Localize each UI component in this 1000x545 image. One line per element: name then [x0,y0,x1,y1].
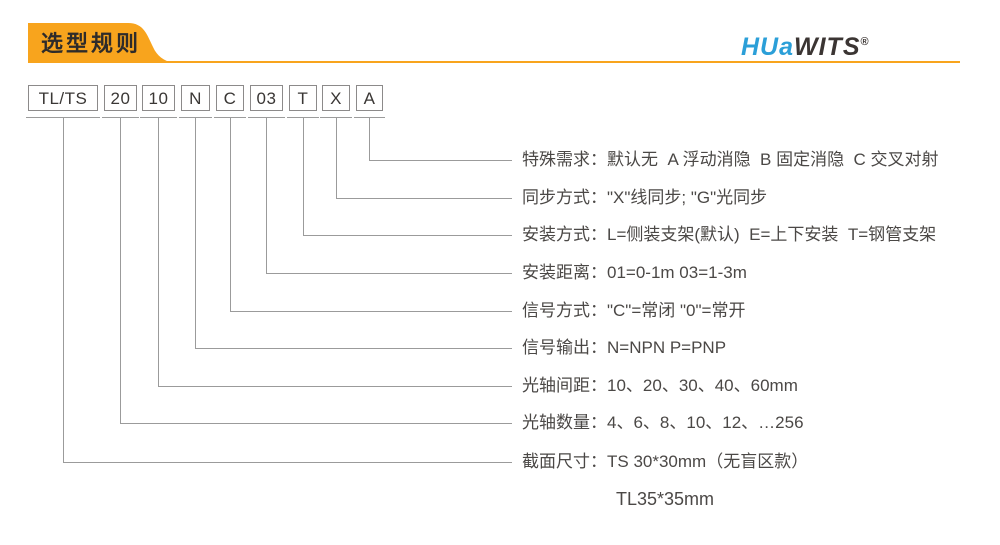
page-title: 选型规则 [41,31,142,56]
spec-label: 光轴间距： [522,376,607,395]
brand-logo-blue-part: HUa [741,33,795,61]
spec-label: 信号方式： [522,301,607,320]
spec-row-cross-section: 截面尺寸：TS 30*30mm（无盲区款） [522,451,808,473]
code-box-sync-mode: X [322,85,350,111]
spec-label: 特殊需求： [522,150,607,169]
code-box-beam-pitch: 10 [142,85,175,111]
spec-label: 同步方式： [522,188,607,207]
spec-label: 信号输出： [522,338,607,357]
spec-value: L=侧装支架(默认) E=上下安装 T=钢管支架 [607,225,937,244]
code-box-special-requirement: A [356,85,383,111]
spec-value: "X"线同步; "G"光同步 [607,188,768,207]
spec-value: 10、20、30、40、60mm [607,376,798,395]
spec-row-signal-output: 信号输出：N=NPN P=PNP [522,337,726,359]
code-box-series: TL/TS [28,85,98,111]
spec-value: "C"=常闭 "0"=常开 [607,301,746,320]
spec-value: TS 30*30mm（无盲区款） [607,452,809,471]
spec-row-signal-mode: 信号方式："C"=常闭 "0"=常开 [522,300,745,322]
code-box-mounting-distance: 03 [250,85,283,111]
brand-logo-dark-part: WITS [794,33,861,61]
spec-value: 4、6、8、10、12、…256 [607,413,804,432]
spec-label: 截面尺寸： [522,452,607,471]
spec-value: 默认无 A 浮动消隐 B 固定消隐 C 交叉对射 [607,150,939,169]
code-box-mounting-method: T [289,85,317,111]
header-accent-rule [28,61,960,63]
spec-value: N=NPN P=PNP [607,338,727,357]
spec-row-sync-mode: 同步方式："X"线同步; "G"光同步 [522,187,767,209]
spec-row-mounting-method: 安装方式：L=侧装支架(默认) E=上下安装 T=钢管支架 [522,224,936,246]
spec-row-special-requirement: 特殊需求：默认无 A 浮动消隐 B 固定消隐 C 交叉对射 [522,149,939,171]
header-banner-shape [28,23,173,63]
code-box-signal-output: N [181,85,210,111]
spec-row-beam-pitch: 光轴间距：10、20、30、40、60mm [522,375,798,397]
spec-label: 光轴数量： [522,413,607,432]
code-box-signal-mode: C [216,85,244,111]
spec-row-mounting-distance: 安装距离：01=0-1m 03=1-3m [522,262,747,284]
spec-value: 01=0-1m 03=1-3m [607,263,747,282]
spec-label: 安装距离： [522,263,607,282]
brand-logo: HUaWITS® [741,27,869,61]
spec-row-cross-section-line2: TL35*35mm [616,489,715,509]
code-box-beam-count: 20 [104,85,137,111]
spec-label: 安装方式： [522,225,607,244]
registered-trademark-icon: ® [860,36,869,48]
spec-row-beam-count: 光轴数量：4、6、8、10、12、…256 [522,412,804,434]
